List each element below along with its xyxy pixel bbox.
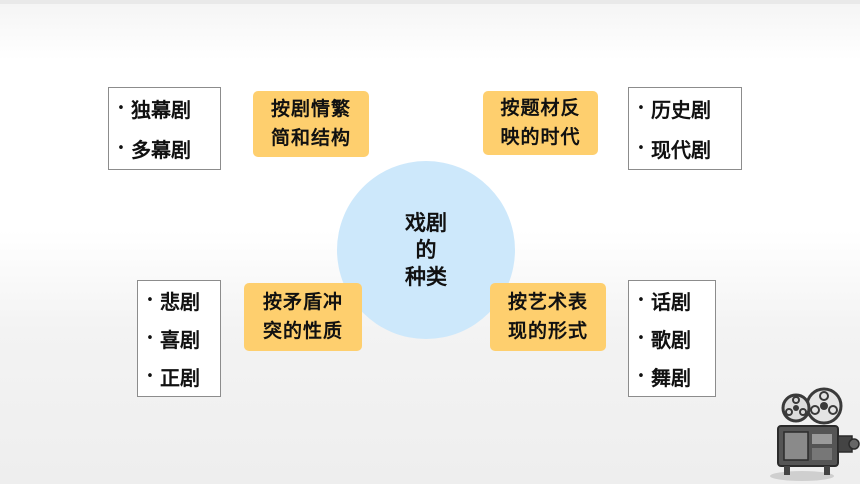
list-item: • 独幕剧 <box>109 88 220 129</box>
category-structure-line-1: 按剧情繁 <box>270 98 351 120</box>
item-label: 现代剧 <box>651 138 711 163</box>
bullet-icon: • <box>637 369 645 385</box>
category-era-line-1: 按题材反 <box>500 97 581 119</box>
bullet-icon: • <box>146 330 154 346</box>
list-item: • 正剧 <box>138 358 220 396</box>
category-form-line-2: 现的形式 <box>507 320 588 342</box>
film-projector-icon <box>770 387 860 481</box>
center-line-1: 戏剧 <box>405 210 447 235</box>
bullet-icon: • <box>146 292 154 308</box>
list-item: • 歌剧 <box>629 319 715 357</box>
list-item: • 历史剧 <box>629 88 741 129</box>
item-label: 舞剧 <box>651 366 691 391</box>
item-label: 歌剧 <box>651 327 691 352</box>
item-label: 话剧 <box>651 289 691 314</box>
bullet-icon: • <box>117 141 125 157</box>
type-list-era: • 历史剧 • 现代剧 <box>628 87 742 170</box>
bullet-icon: • <box>637 330 645 346</box>
type-list-structure: • 独幕剧 • 多幕剧 <box>108 87 221 170</box>
item-label: 历史剧 <box>651 97 711 122</box>
item-label: 独幕剧 <box>131 97 191 122</box>
category-conflict-line-2: 突的性质 <box>262 320 343 342</box>
center-line-2: 的 <box>415 237 437 262</box>
item-label: 喜剧 <box>160 327 200 352</box>
bullet-icon: • <box>117 100 125 116</box>
type-list-conflict: • 悲剧 • 喜剧 • 正剧 <box>137 280 221 397</box>
list-item: • 喜剧 <box>138 319 220 357</box>
list-item: • 话剧 <box>629 281 715 319</box>
bullet-icon: • <box>637 141 645 157</box>
item-label: 正剧 <box>160 366 200 391</box>
center-line-3: 种类 <box>405 264 447 289</box>
list-item: • 多幕剧 <box>109 129 220 170</box>
bullet-icon: • <box>637 292 645 308</box>
category-structure-line-2: 简和结构 <box>270 127 351 149</box>
type-list-form: • 话剧 • 歌剧 • 舞剧 <box>628 280 716 397</box>
item-label: 悲剧 <box>160 289 200 314</box>
list-item: • 舞剧 <box>629 358 715 396</box>
bullet-icon: • <box>146 369 154 385</box>
category-form-line-1: 按艺术表 <box>507 291 588 313</box>
category-conflict-line-1: 按矛盾冲 <box>262 291 343 313</box>
bullet-icon: • <box>637 100 645 116</box>
category-structure: 按剧情繁 简和结构 <box>253 91 369 157</box>
item-label: 多幕剧 <box>131 138 191 163</box>
top-bar <box>0 0 860 4</box>
center-circle: 戏剧 的 种类 <box>337 161 515 339</box>
category-conflict: 按矛盾冲 突的性质 <box>244 283 362 351</box>
list-item: • 悲剧 <box>138 281 220 319</box>
category-era: 按题材反 映的时代 <box>483 91 598 155</box>
category-era-line-2: 映的时代 <box>500 126 581 148</box>
list-item: • 现代剧 <box>629 129 741 170</box>
category-form: 按艺术表 现的形式 <box>490 283 606 351</box>
